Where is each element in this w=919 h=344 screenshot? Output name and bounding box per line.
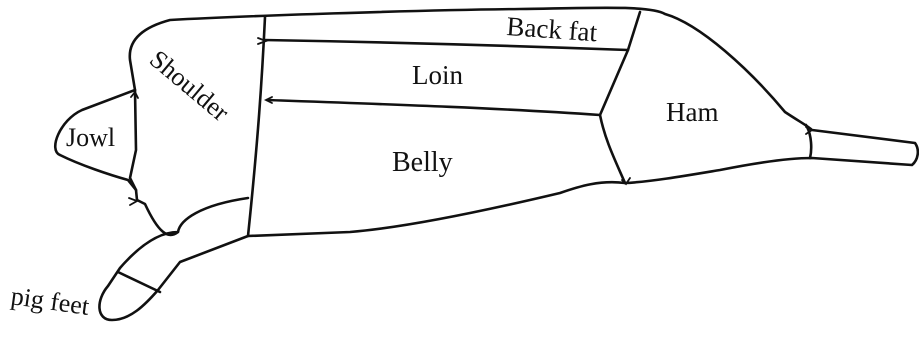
label-belly: Belly	[392, 147, 453, 178]
ham-divider-line	[600, 12, 640, 183]
label-ham: Ham	[666, 97, 718, 127]
label-pig-feet: pig feet	[9, 281, 92, 321]
pig-feet-divider-line	[118, 272, 160, 292]
pig-body-outline	[99, 8, 917, 320]
label-jowl: Jowl	[66, 123, 115, 152]
label-loin: Loin	[412, 60, 463, 90]
label-back-fat: Back fat	[506, 11, 599, 47]
label-shoulder: Shoulder	[144, 44, 235, 127]
shoulder-divider-line	[248, 17, 265, 236]
loin-divider-line	[267, 100, 600, 115]
